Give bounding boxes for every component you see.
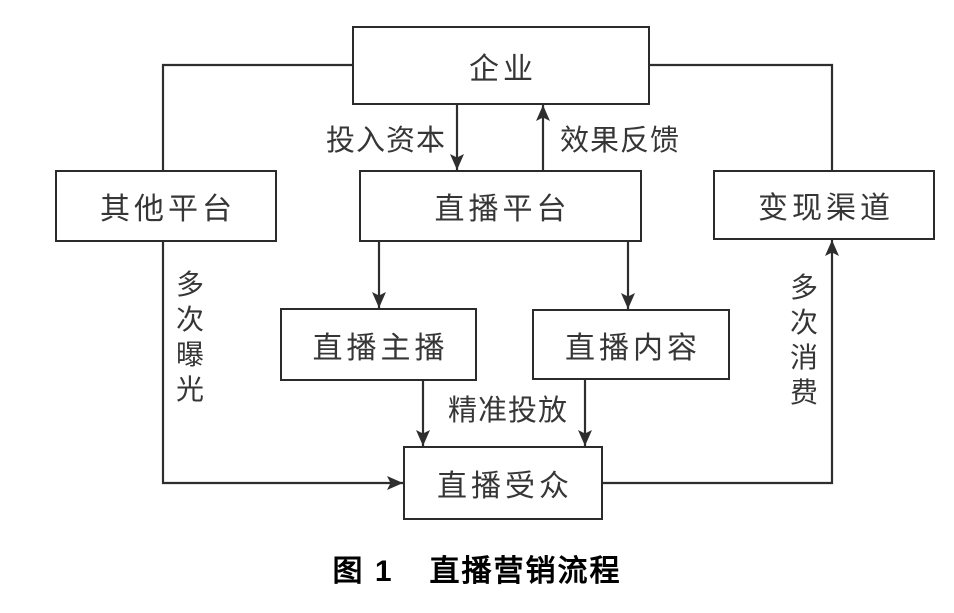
edge-enterprise-to-monetization (650, 63, 834, 170)
node-live-streamer-label: 直播主播 (312, 331, 449, 365)
edge-multiple-exposure-arrow (161, 242, 403, 490)
edge-label-multiple-consumption: 多次消费 (789, 273, 818, 409)
node-live-platform: 直播平台 (359, 170, 642, 242)
node-enterprise-label: 企业 (469, 52, 537, 86)
edge-label-multiple-exposure: 多次曝光 (175, 270, 204, 406)
node-live-audience: 直播受众 (403, 446, 603, 520)
edge-label-invest-capital: 投入资本 (325, 125, 447, 157)
node-other-platforms: 其他平台 (55, 170, 277, 242)
figure-caption: 图 1 直播营销流程 (0, 546, 954, 590)
node-live-audience-label: 直播受众 (437, 470, 573, 503)
edge-enterprise-to-other-platforms (161, 63, 352, 170)
edge-label-precise-targeting: 精准投放 (447, 395, 569, 427)
edge-label-effect-feedback: 效果反馈 (559, 125, 681, 157)
node-live-platform-label: 直播平台 (434, 193, 571, 226)
node-monetization-channel: 变现渠道 (713, 170, 935, 240)
node-monetization-channel-label: 变现渠道 (758, 192, 894, 225)
figure-caption-title: 直播营销流程 (429, 555, 622, 588)
node-enterprise: 企业 (352, 26, 650, 105)
node-other-platforms-label: 其他平台 (100, 193, 236, 226)
edge-multiple-consumption-arrow (603, 240, 839, 485)
node-live-content: 直播内容 (532, 309, 730, 380)
node-live-streamer: 直播主播 (280, 308, 477, 381)
node-live-content-label: 直播内容 (565, 331, 701, 365)
figure-caption-number: 图 1 (332, 555, 394, 588)
